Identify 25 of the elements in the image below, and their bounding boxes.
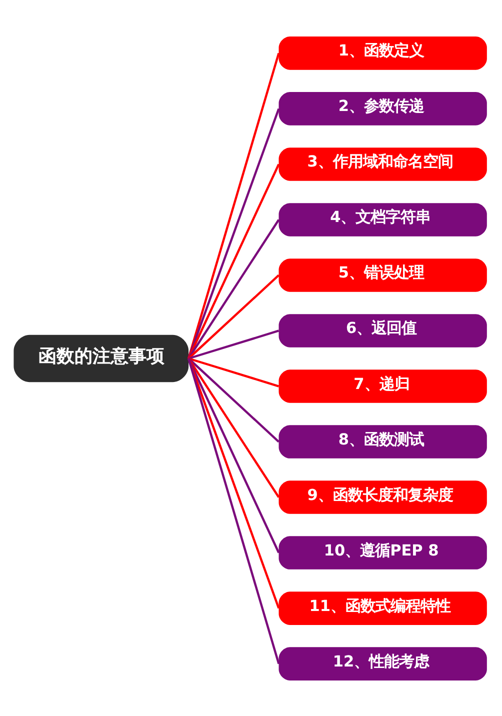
node-box: 1、函数定义: [278, 36, 487, 70]
connector: [188, 358, 280, 553]
connector: [188, 329, 280, 360]
connector: [188, 357, 280, 442]
node-box: 10、遵循PEP 8: [278, 536, 487, 569]
node-box: 3、作用域和命名空间: [278, 147, 487, 180]
node-box: 12、性能考虑: [278, 646, 487, 680]
node-box: 7、递归: [278, 369, 487, 402]
connector: [188, 358, 280, 664]
connector: [188, 218, 280, 359]
connector: [188, 357, 280, 498]
node-box: 9、函数长度和复杂度: [278, 480, 487, 514]
node-box: 11、函数式编程特性: [278, 591, 487, 624]
node-box: 6、返回值: [278, 314, 487, 347]
connector: [188, 358, 280, 608]
node-box: 8、函数测试: [278, 424, 487, 458]
node-box: 函数的注意事项: [14, 334, 189, 382]
node-box: 2、参数传递: [278, 92, 487, 125]
connector: [188, 274, 280, 359]
connector: [188, 108, 280, 358]
connector: [188, 356, 280, 387]
connector: [188, 52, 280, 358]
node-box: 5、错误处理: [278, 258, 487, 292]
node-box: 4、文档字符串: [278, 202, 487, 236]
connector: [188, 163, 280, 358]
